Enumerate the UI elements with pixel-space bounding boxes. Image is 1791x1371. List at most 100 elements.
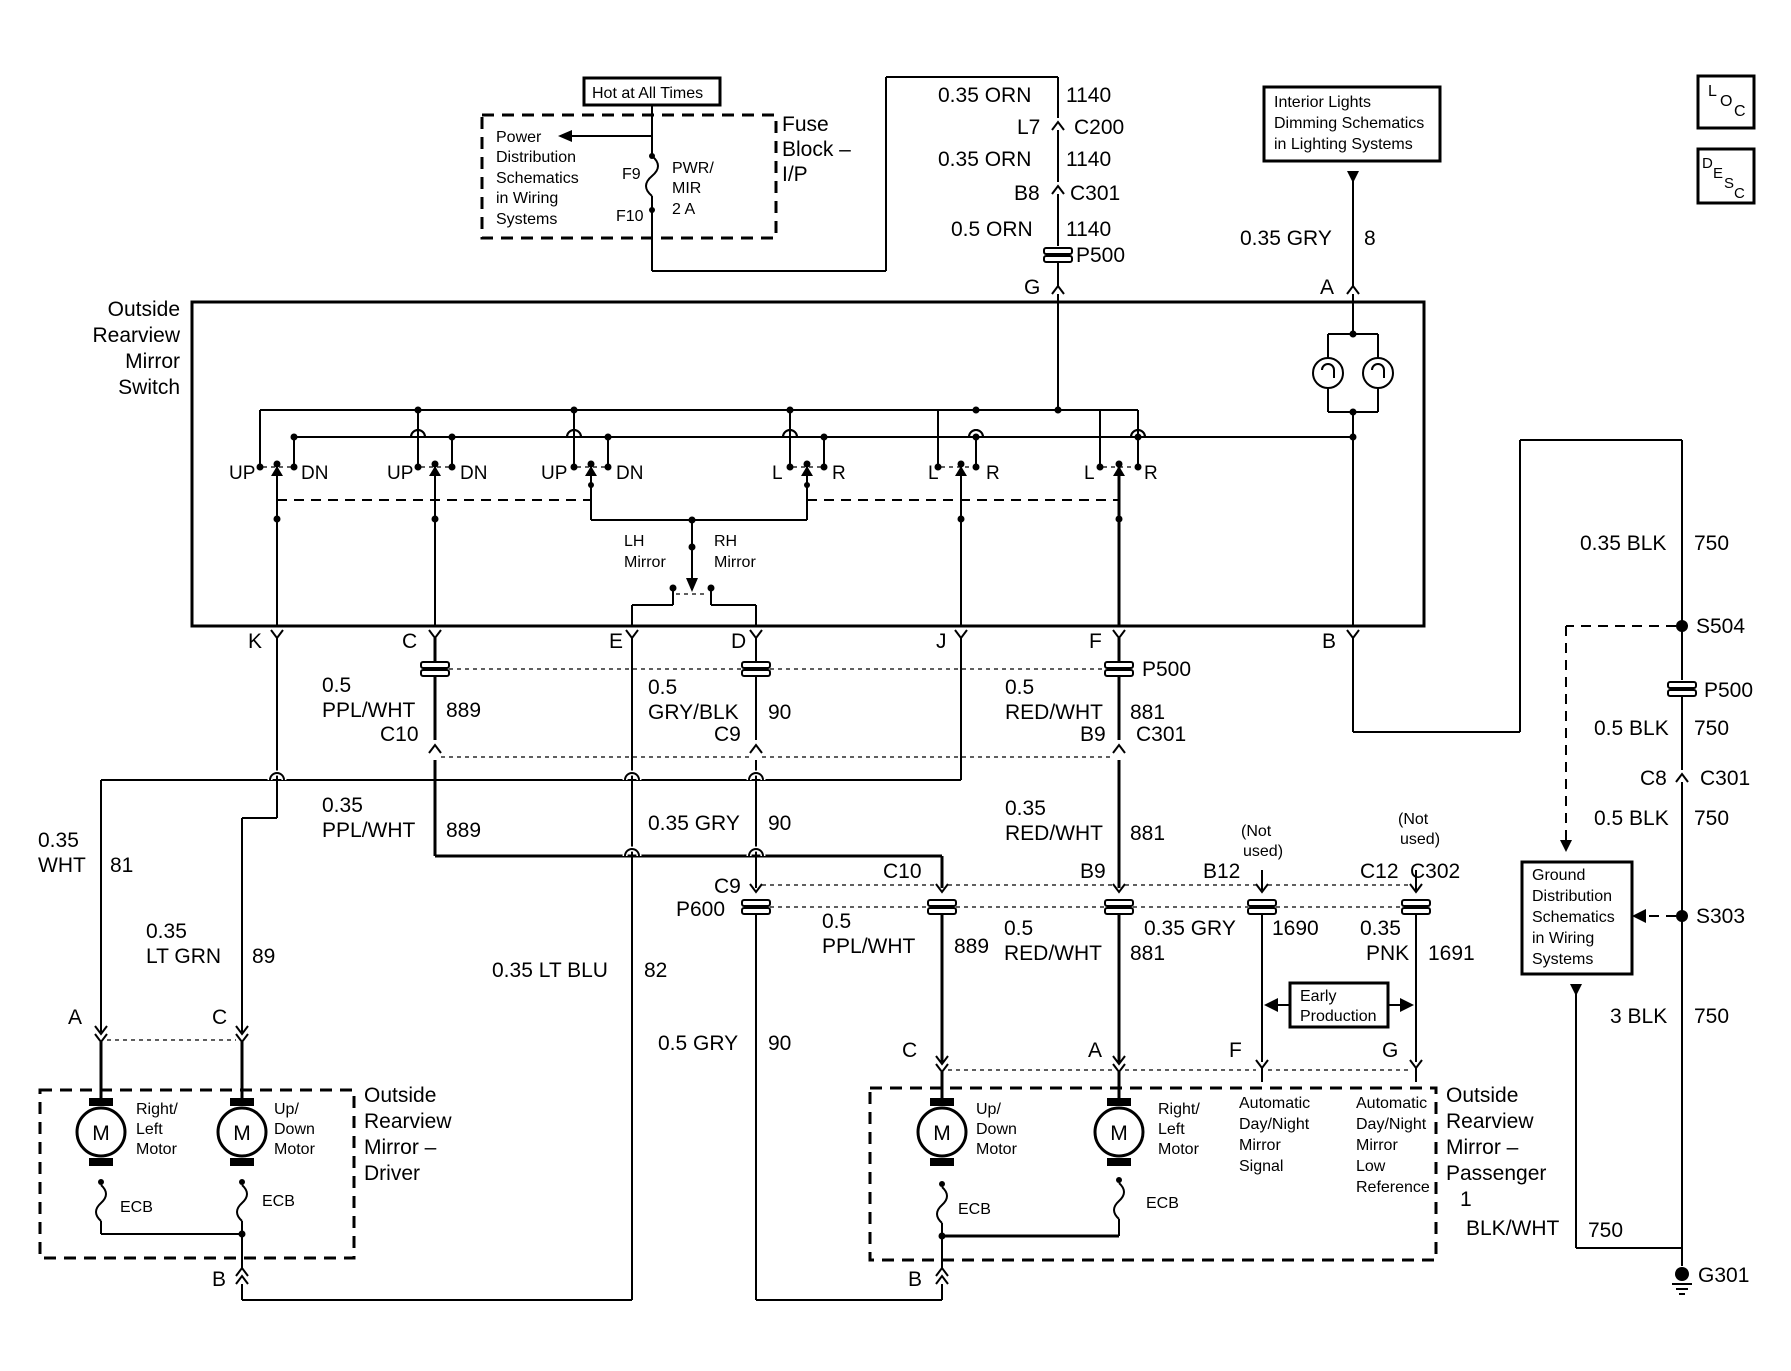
wire-c-circuit: 889 (446, 699, 481, 722)
ground-ref-1: Ground (1532, 867, 1585, 884)
ground-w4: 3 BLK (1610, 1005, 1667, 1028)
c302-pin-c9: C9 (714, 875, 741, 898)
c302-881-circuit: 881 (1130, 942, 1165, 965)
ground-p500: P500 (1704, 679, 1753, 702)
lower-gry-circuit: 90 (768, 812, 791, 835)
ground-circuit: Ground Distribution Schematics in Wiring… (1352, 439, 1753, 1295)
power-distribution-ref-4: in Wiring (496, 190, 558, 207)
lower-ppl-color: PPL/WHT (322, 819, 416, 842)
switch-pin-a: A (1320, 276, 1334, 299)
driver-ecb-1: ECB (120, 1199, 153, 1216)
lower-gry: 0.35 GRY (648, 812, 740, 835)
lower-gry05: 0.5 GRY (658, 1032, 738, 1055)
driver-motor2-1: Up/ (274, 1101, 299, 1118)
lower-wht-color: WHT (38, 854, 86, 877)
fuse-name-2: MIR (672, 180, 701, 197)
ground-c1: 750 (1694, 532, 1729, 555)
not-used-c12-1: (Not (1398, 811, 1429, 828)
feed-connector-c200: C200 (1074, 116, 1124, 139)
lower-gry05-circuit: 90 (768, 1032, 791, 1055)
svg-text:E: E (1713, 165, 1723, 182)
driver-title-1: Outside (364, 1084, 436, 1107)
pass-ecb-1: ECB (958, 1201, 991, 1218)
ground-s303: S303 (1696, 905, 1745, 928)
wire-f-color: RED/WHT (1005, 701, 1103, 724)
fuse-block-title-3: I/P (782, 163, 808, 186)
c302-889-color: PPL/WHT (822, 935, 916, 958)
switch-title-4: Switch (118, 376, 180, 399)
pass-lowref-3: Mirror (1356, 1137, 1398, 1154)
wire-d-conn: C9 (714, 723, 741, 746)
driver-pin-b: B (212, 1268, 226, 1291)
pass-motor1-1: Up/ (976, 1101, 1001, 1118)
desc-badge[interactable]: D E S C (1696, 147, 1756, 205)
switch-contact-5: L R (928, 460, 1000, 626)
wire-c-size: 0.5 (322, 674, 351, 697)
lower-red-size: 0.35 (1005, 797, 1046, 820)
early-production-1: Early (1300, 988, 1336, 1005)
wire-f-conn: C301 (1136, 723, 1186, 746)
switch-contact-4: L R (772, 460, 846, 520)
loc-badge[interactable]: L O C (1696, 74, 1756, 130)
ground-pass-circuit: 750 (1588, 1219, 1623, 1242)
ground-c3: 750 (1694, 807, 1729, 830)
switch-pin-g: G (1024, 276, 1040, 299)
fuse-pin-f9: F9 (622, 166, 641, 183)
hot-at-all-times-label: Hot at All Times (592, 85, 703, 102)
svg-text:D: D (1702, 155, 1713, 172)
switch-title-3: Mirror (125, 350, 180, 373)
pass-motor1-2: Down (976, 1121, 1017, 1138)
c302-1690: 0.35 GRY (1144, 917, 1236, 940)
svg-text:C: C (1734, 185, 1745, 202)
feed-wire-2: 0.35 ORN (938, 148, 1031, 171)
svg-text:L: L (1084, 463, 1095, 484)
svg-text:O: O (1720, 93, 1732, 110)
mirror-switch: Outside Rearview Mirror Switch (92, 276, 1426, 653)
wire-d-color: GRY/BLK (648, 701, 739, 724)
dimming-circuit: 8 (1364, 227, 1376, 250)
ground-w3: 0.5 BLK (1594, 807, 1669, 830)
c302-881-color: RED/WHT (1004, 942, 1102, 965)
pass-pin-f: F (1229, 1039, 1242, 1062)
svg-text:DN: DN (460, 463, 487, 484)
fuse-name-1: PWR/ (672, 160, 714, 177)
c302-889-size: 0.5 (822, 910, 851, 933)
pass-pin-a: A (1088, 1039, 1102, 1062)
feed-circuit-2: 1140 (1066, 148, 1111, 171)
dimming-ref-3: in Lighting Systems (1274, 136, 1413, 153)
pass-pin-g: G (1382, 1039, 1398, 1062)
pass-lowref-4: Low (1356, 1158, 1386, 1175)
wire-c-color: PPL/WHT (322, 699, 416, 722)
fuse-block-title-2: Block – (782, 138, 851, 161)
driver-mirror-outline (38, 1088, 356, 1260)
fuse-pin-f10: F10 (616, 208, 644, 225)
not-used-b12-1: (Not (1241, 823, 1272, 840)
pass-lowref-5: Reference (1356, 1179, 1430, 1196)
ground-w1: 0.35 BLK (1580, 532, 1666, 555)
switch-outline (190, 300, 1426, 628)
pass-motor1-3: Motor (976, 1141, 1018, 1158)
lower-wht-circuit: 81 (110, 854, 133, 877)
pass-pin-b: B (908, 1268, 922, 1291)
dimming-wire: 0.35 GRY (1240, 227, 1332, 250)
c302-name: C302 (1410, 860, 1460, 883)
c302-pin-c10: C10 (883, 860, 922, 883)
dimming-ref-1: Interior Lights (1274, 94, 1371, 111)
selector-lh-2: Mirror (624, 554, 666, 571)
switch-pin-e: E (609, 630, 623, 653)
power-distribution-ref-5: Systems (496, 211, 557, 228)
feed-connector-p500: P500 (1076, 244, 1125, 267)
ground-ref-4: in Wiring (1532, 930, 1594, 947)
driver-title-3: Mirror – (364, 1136, 437, 1159)
feed-connector-c301: C301 (1070, 182, 1120, 205)
lower-ltgrn-color: LT GRN (146, 945, 221, 968)
wire-c-conn: C10 (380, 723, 419, 746)
fuse-block: Hot at All Times Power Distribution Sche… (480, 76, 1058, 272)
switch-pin-b: B (1322, 630, 1336, 653)
ground-ref-2: Distribution (1532, 888, 1612, 905)
pass-signal-4: Signal (1239, 1158, 1283, 1175)
early-production-2: Production (1300, 1008, 1377, 1025)
pass-lowref-1: Automatic (1356, 1095, 1427, 1112)
driver-mirror: A C M M B Right/ Left Motor Up/ Down Mot (38, 1006, 632, 1301)
